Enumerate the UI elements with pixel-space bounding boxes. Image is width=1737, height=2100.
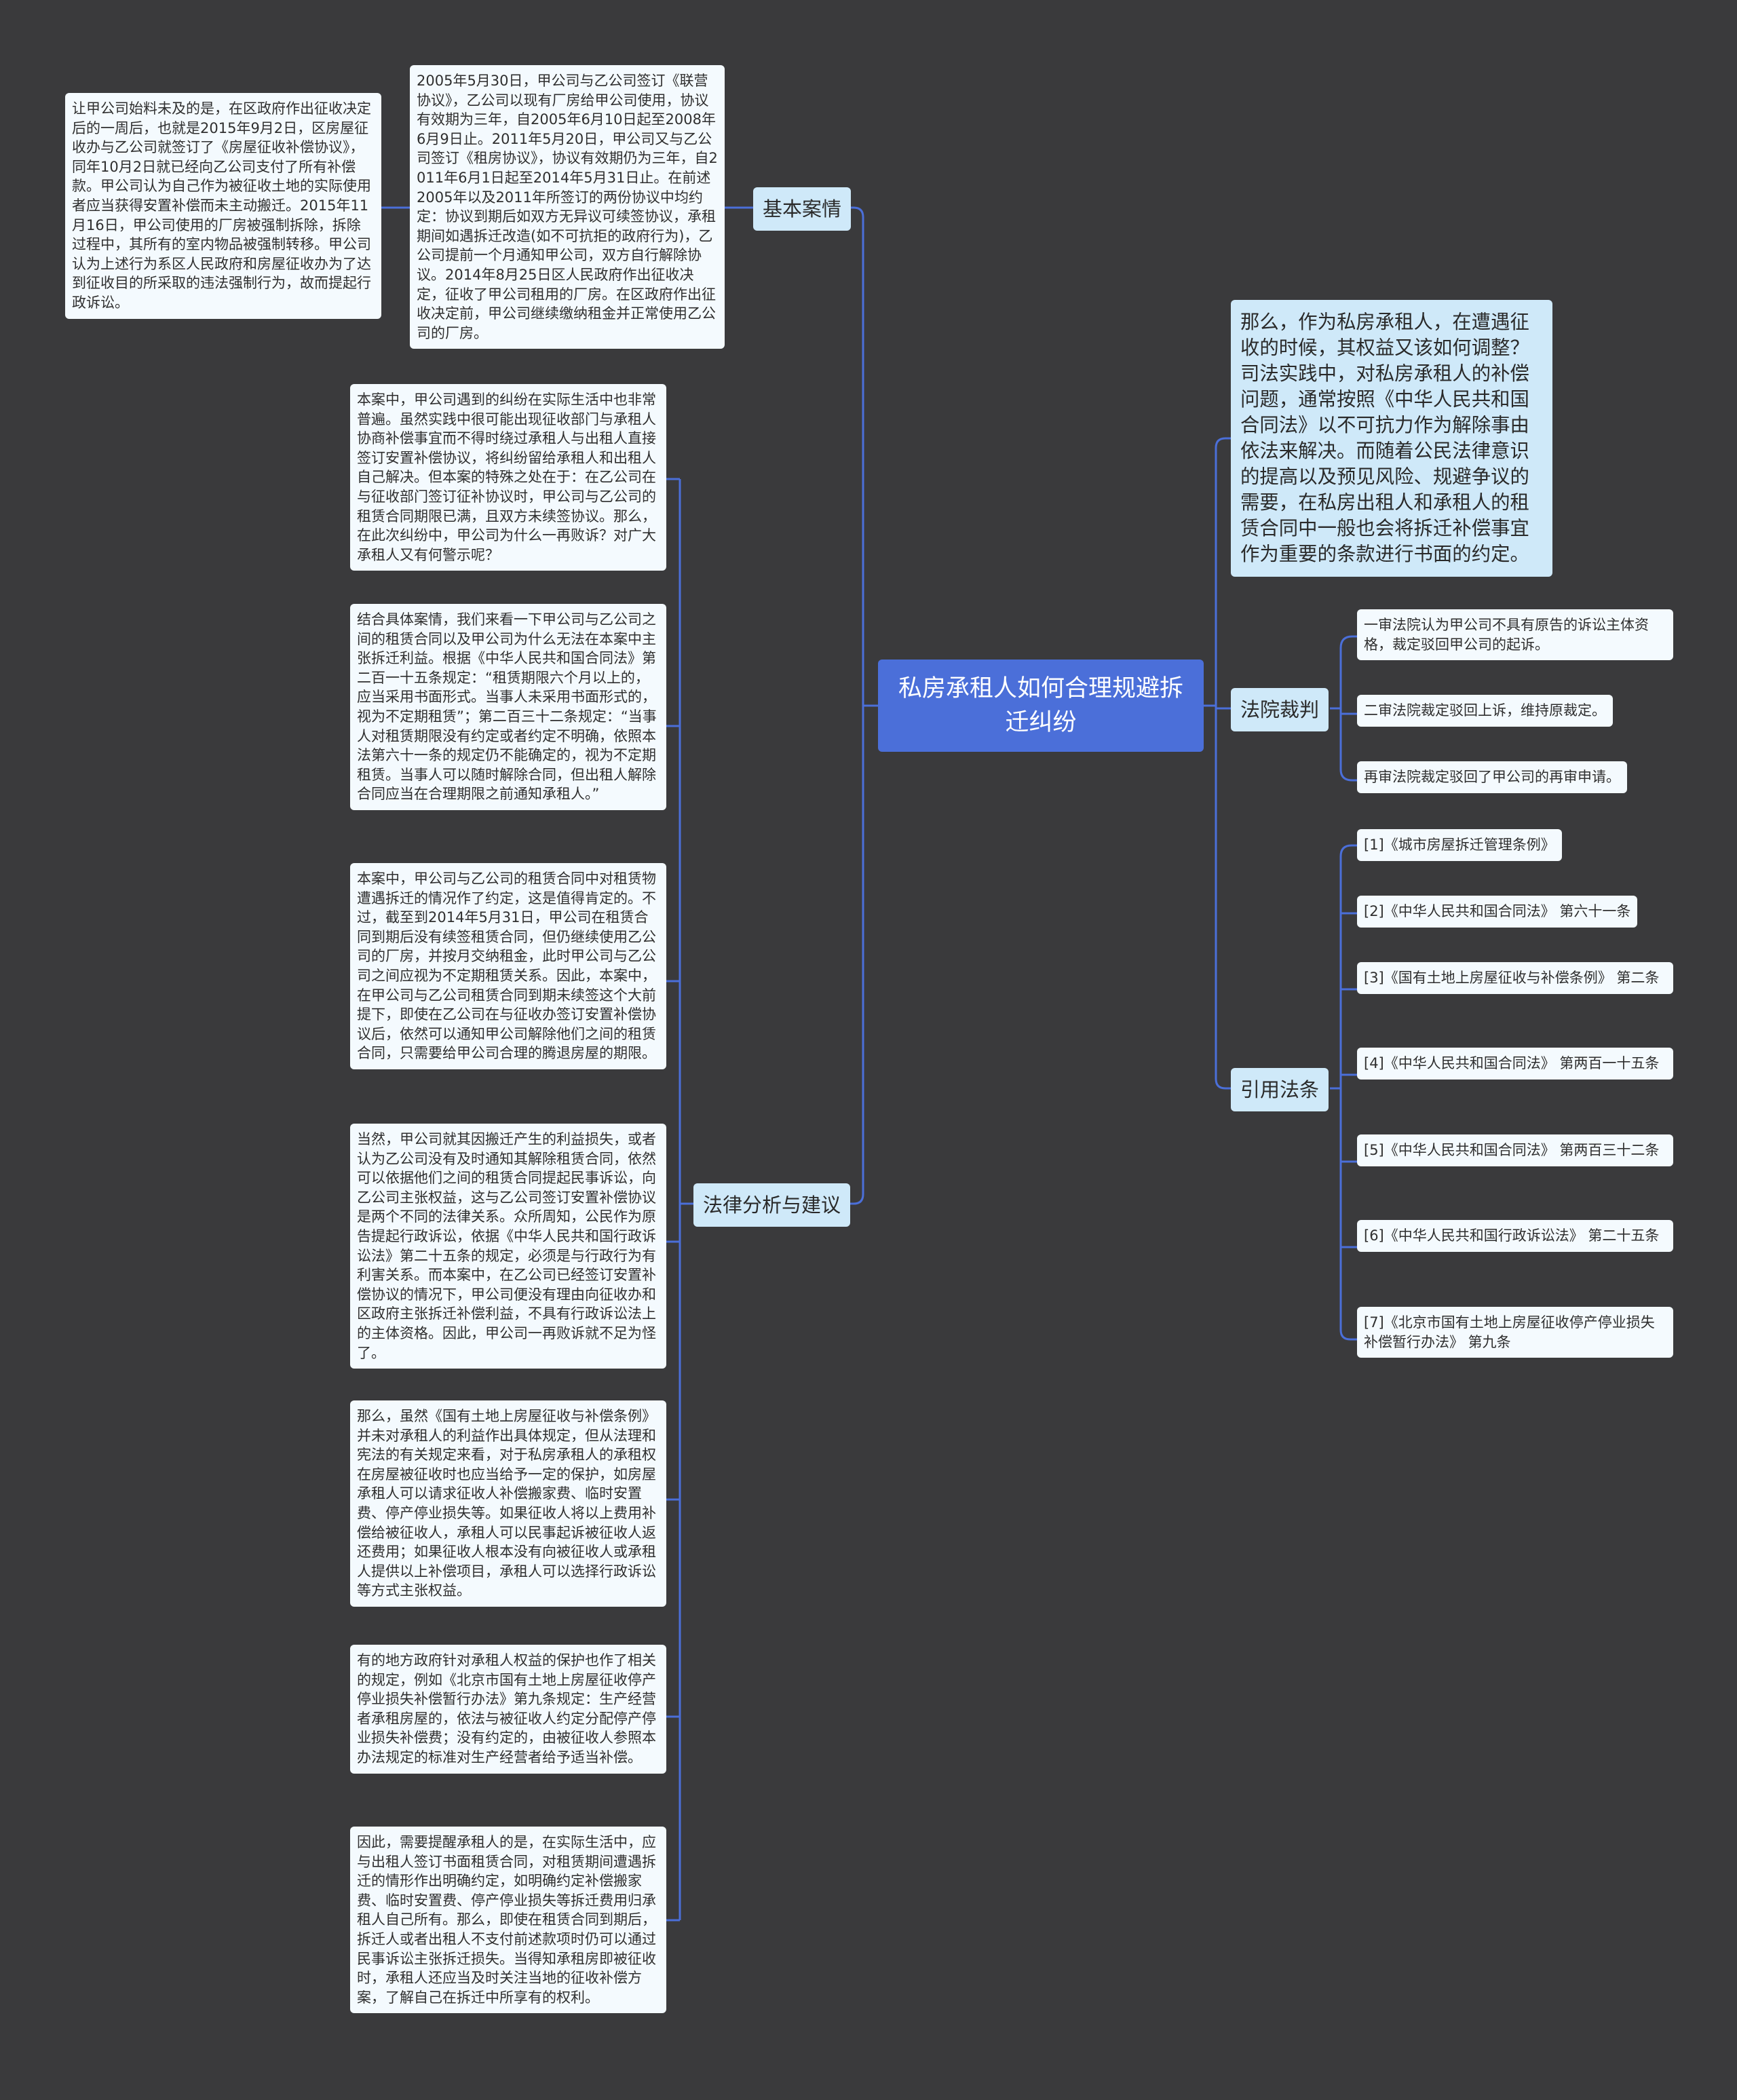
intro-note[interactable]: 那么，作为私房承租人，在遭遇征收的时候，其权益又该如何调整？司法实践中，对私房承… xyxy=(1231,300,1552,577)
law-item-5[interactable]: [5]《中华人民共和国合同法》 第两百三十二条 xyxy=(1357,1134,1673,1166)
analysis-item-2[interactable]: 结合具体案情，我们来看一下甲公司与乙公司之间的租赁合同以及甲公司为什么无法在本案… xyxy=(350,604,666,810)
analysis-item-3[interactable]: 本案中，甲公司与乙公司的租赁合同中对租赁物遭遇拆迁的情况作了约定，这是值得肯定的… xyxy=(350,863,666,1069)
analysis-item-7[interactable]: 因此，需要提醒承租人的是，在实际生活中，应与出租人签订书面租赁合同，对租赁期间遭… xyxy=(350,1827,666,2014)
court-item-3[interactable]: 再审法院裁定驳回了甲公司的再审申请。 xyxy=(1357,761,1627,793)
analysis-item-5[interactable]: 那么，虽然《国有土地上房屋征收与补偿条例》并未对承租人的利益作出具体规定，但从法… xyxy=(350,1400,666,1607)
branch-court-ruling[interactable]: 法院裁判 xyxy=(1231,688,1329,731)
branch-basic-case[interactable]: 基本案情 xyxy=(753,187,852,231)
basic-case-item-2[interactable]: 2005年5月30日，甲公司与乙公司签订《联营协议》，乙公司以现有厂房给甲公司使… xyxy=(410,65,725,349)
law-item-4[interactable]: [4]《中华人民共和国合同法》 第两百一十五条 xyxy=(1357,1048,1673,1080)
court-item-2[interactable]: 二审法院裁定驳回上诉，维持原裁定。 xyxy=(1357,695,1613,727)
branch-legal-analysis-label: 法律分析与建议 xyxy=(703,1194,841,1217)
law-item-1[interactable]: [1]《城市房屋拆迁管理条例》 xyxy=(1357,829,1562,861)
branch-court-ruling-label: 法院裁判 xyxy=(1240,698,1320,721)
root-title: 私房承租人如何合理规避拆迁纠纷 xyxy=(898,675,1183,736)
court-item-1[interactable]: 一审法院认为甲公司不具有原告的诉讼主体资格，裁定驳回甲公司的起诉。 xyxy=(1357,609,1673,661)
law-item-3[interactable]: [3]《国有土地上房屋征收与补偿条例》 第二条 xyxy=(1357,962,1673,994)
branch-legal-analysis[interactable]: 法律分析与建议 xyxy=(693,1183,851,1227)
root-topic[interactable]: 私房承租人如何合理规避拆迁纠纷 xyxy=(878,660,1204,752)
analysis-item-1[interactable]: 本案中，甲公司遇到的纠纷在实际生活中也非常普遍。虽然实践中很可能出现征收部门与承… xyxy=(350,384,666,571)
law-item-7[interactable]: [7]《北京市国有土地上房屋征收停产停业损失补偿暂行办法》 第九条 xyxy=(1357,1307,1673,1358)
branch-cited-laws-label: 引用法条 xyxy=(1240,1078,1320,1101)
analysis-item-4[interactable]: 当然，甲公司就其因搬迁产生的利益损失，或者认为乙公司没有及时通知其解除租赁合同，… xyxy=(350,1124,666,1369)
basic-case-item-1[interactable]: 让甲公司始料未及的是，在区政府作出征收决定后的一周后，也就是2015年9月2日，… xyxy=(65,93,381,319)
branch-basic-case-label: 基本案情 xyxy=(763,197,842,221)
law-item-2[interactable]: [2]《中华人民共和国合同法》 第六十一条 xyxy=(1357,896,1638,928)
law-item-6[interactable]: [6]《中华人民共和国行政诉讼法》 第二十五条 xyxy=(1357,1220,1673,1252)
analysis-item-6[interactable]: 有的地方政府针对承租人权益的保护也作了相关的规定，例如《北京市国有土地上房屋征收… xyxy=(350,1645,666,1774)
branch-cited-laws[interactable]: 引用法条 xyxy=(1231,1068,1329,1111)
